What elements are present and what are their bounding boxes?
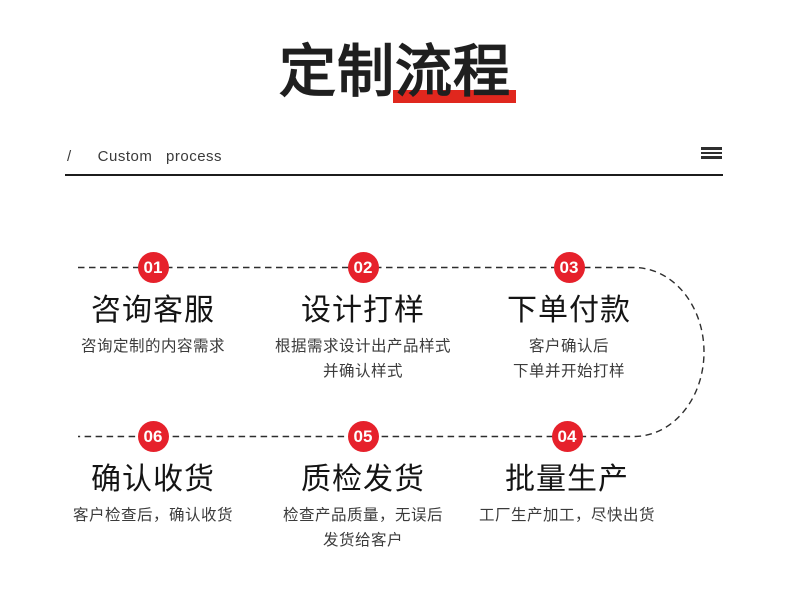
step-01-number-badge: 01 [137, 252, 169, 283]
step-02-title: 设计打样 [301, 294, 425, 327]
subtitle-text: Custom process [97, 148, 223, 165]
step-03-description-line1: 客户确认后 [528, 338, 609, 355]
step-06: 06 确认收货 客户检查后，确认收货 [43, 421, 263, 528]
step-06-description: 客户检查后，确认收货 [72, 507, 233, 524]
page-title: 定制流程 [0, 40, 790, 104]
step-06-number-badge: 06 [137, 421, 169, 452]
step-03-number-badge: 03 [553, 252, 585, 283]
step-03-title: 下单付款 [507, 294, 631, 327]
step-04-description: 工厂生产加工，尽快出货 [478, 507, 655, 524]
hamburger-icon [701, 147, 722, 159]
step-02-description-line1: 根据需求设计出产品样式 [274, 338, 451, 355]
subtitle-slash: / [67, 148, 72, 165]
step-02-number-badge: 02 [347, 252, 379, 283]
step-02-description: 根据需求设计出产品样式 并确认样式 [253, 334, 473, 384]
page-title-part2: 流程 [395, 40, 511, 104]
hamburger-bar [701, 147, 722, 150]
hamburger-bar [701, 151, 722, 155]
step-01-description: 咨询定制的内容需求 [80, 338, 225, 355]
step-01: 01 咨询客服 咨询定制的内容需求 [43, 252, 263, 359]
step-04: 04 批量生产 工厂生产加工，尽快出货 [457, 421, 677, 528]
step-05-title: 质检发货 [301, 463, 425, 496]
step-05-description-line2: 发货给客户 [322, 532, 403, 549]
step-04-number-badge: 04 [551, 421, 583, 452]
step-05-description: 检查产品质量，无误后 发货给客户 [253, 503, 473, 553]
title-highlight-wrap: 流程 [393, 40, 516, 104]
hamburger-bar [701, 156, 722, 159]
step-06-title: 确认收货 [91, 463, 215, 496]
step-02: 02 设计打样 根据需求设计出产品样式 并确认样式 [253, 252, 473, 384]
step-05-description-line1: 检查产品质量，无误后 [282, 507, 443, 524]
step-04-title: 批量生产 [505, 463, 629, 496]
step-03-description: 客户确认后 下单并开始打样 [459, 334, 679, 384]
page-title-part1: 定制 [279, 40, 395, 104]
step-02-description-line2: 并确认样式 [322, 363, 403, 380]
header-divider-line [65, 174, 723, 176]
step-03: 03 下单付款 客户确认后 下单并开始打样 [459, 252, 679, 384]
step-05-number-badge: 05 [347, 421, 379, 452]
step-03-description-line2: 下单并开始打样 [512, 363, 625, 380]
step-05: 05 质检发货 检查产品质量，无误后 发货给客户 [253, 421, 473, 553]
subtitle-row: / Custom process [67, 148, 222, 165]
title-underline-bar [393, 90, 516, 103]
step-01-title: 咨询客服 [91, 294, 215, 327]
